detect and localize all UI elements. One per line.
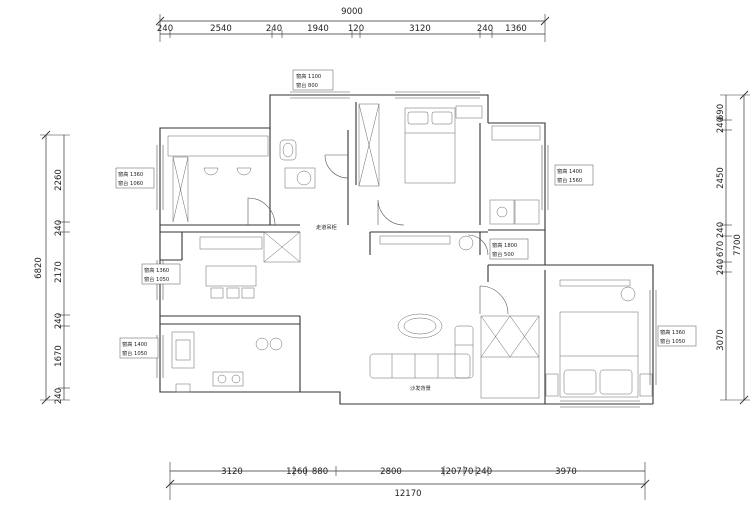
windows	[156, 91, 657, 408]
left-dim-4: 240	[54, 313, 64, 329]
bottom-dim-3: 880	[312, 467, 328, 477]
window-label-dining-sill: 窗台 1050	[144, 275, 169, 283]
window-label-left-bedroom-height: 窗高 1360	[118, 170, 143, 178]
window-label-right-room-height: 窗高 1400	[557, 167, 582, 175]
bottom-dimension-line	[165, 462, 650, 500]
top-dim-3: 240	[266, 24, 282, 34]
right-dim-3: 2450	[716, 167, 726, 189]
left-dim-3: 2170	[54, 261, 64, 283]
left-dimension-line	[40, 130, 70, 405]
right-dim-1: 690	[716, 104, 726, 120]
window-label-right-bedroom: 窗高 1360 窗台 1050	[657, 325, 697, 347]
bottom-dim-4: 2800	[380, 467, 402, 477]
top-dim-8: 1360	[505, 24, 527, 34]
window-label-kitchen: 窗高 1400 窗台 1050	[119, 337, 159, 359]
left-total-dimension: 6820	[34, 257, 44, 279]
bottom-dim-6: 70	[463, 467, 474, 477]
bottom-total-dimension: 12170	[394, 489, 421, 499]
left-dim-5: 1670	[54, 345, 64, 367]
top-dim-5: 120	[348, 24, 364, 34]
furniture	[167, 103, 653, 399]
window-label-middle-sill: 窗台 500	[492, 250, 514, 258]
window-label-middle: 窗高 1800 窗台 500	[489, 238, 529, 260]
bottom-dim-2: 1260	[286, 467, 308, 477]
bottom-dim-8: 3970	[555, 467, 577, 477]
window-label-left-bedroom-sill: 窗台 1060	[118, 179, 143, 187]
window-label-dining-height: 窗高 1360	[144, 266, 169, 274]
doors	[247, 154, 509, 315]
window-label-dining: 窗高 1360 窗台 1050	[141, 263, 181, 285]
right-dim-5: 670	[716, 241, 726, 257]
window-label-kitchen-sill: 窗台 1050	[122, 349, 147, 357]
top-dim-2: 2540	[210, 24, 232, 34]
left-dim-6: 240	[54, 388, 64, 404]
bottom-dim-7: 240	[476, 467, 492, 477]
window-label-middle-height: 窗高 1800	[492, 241, 517, 249]
window-label-top: 窗高 1100 窗台 800	[292, 69, 334, 91]
right-dim-6: 240	[716, 259, 726, 275]
right-total-dimension: 7700	[733, 234, 743, 256]
right-dim-7: 3070	[716, 329, 726, 351]
window-label-right-room: 窗高 1400 窗台 1560	[554, 164, 594, 186]
top-dim-1: 240	[157, 24, 173, 34]
hallway-cabinet-note: 走道吊柜	[316, 223, 337, 231]
bottom-dim-5: 1207	[440, 467, 462, 477]
left-dim-2: 240	[54, 220, 64, 236]
right-dim-4: 240	[716, 222, 726, 238]
top-total-dimension: 9000	[341, 7, 363, 17]
left-dim-1: 2260	[54, 169, 64, 191]
sofa-background-note: 沙发背景	[410, 384, 431, 392]
top-dimension-line	[155, 14, 550, 42]
right-dimension-line	[720, 90, 750, 405]
window-label-right-room-sill: 窗台 1560	[557, 176, 582, 184]
right-dim-2: 240	[716, 117, 726, 133]
window-label-left-bedroom: 窗高 1360 窗台 1060	[115, 167, 155, 189]
top-dim-6: 3120	[409, 24, 431, 34]
window-label-right-bedroom-sill: 窗台 1050	[660, 337, 685, 345]
window-label-top-height: 窗高 1100	[296, 72, 321, 80]
window-label-top-sill: 窗台 800	[296, 81, 318, 89]
bottom-dim-1: 3120	[221, 467, 243, 477]
window-label-kitchen-height: 窗高 1400	[122, 340, 147, 348]
top-dim-4: 1940	[307, 24, 329, 34]
top-dim-7: 240	[477, 24, 493, 34]
window-label-right-bedroom-height: 窗高 1360	[660, 328, 685, 336]
walls	[159, 94, 654, 405]
